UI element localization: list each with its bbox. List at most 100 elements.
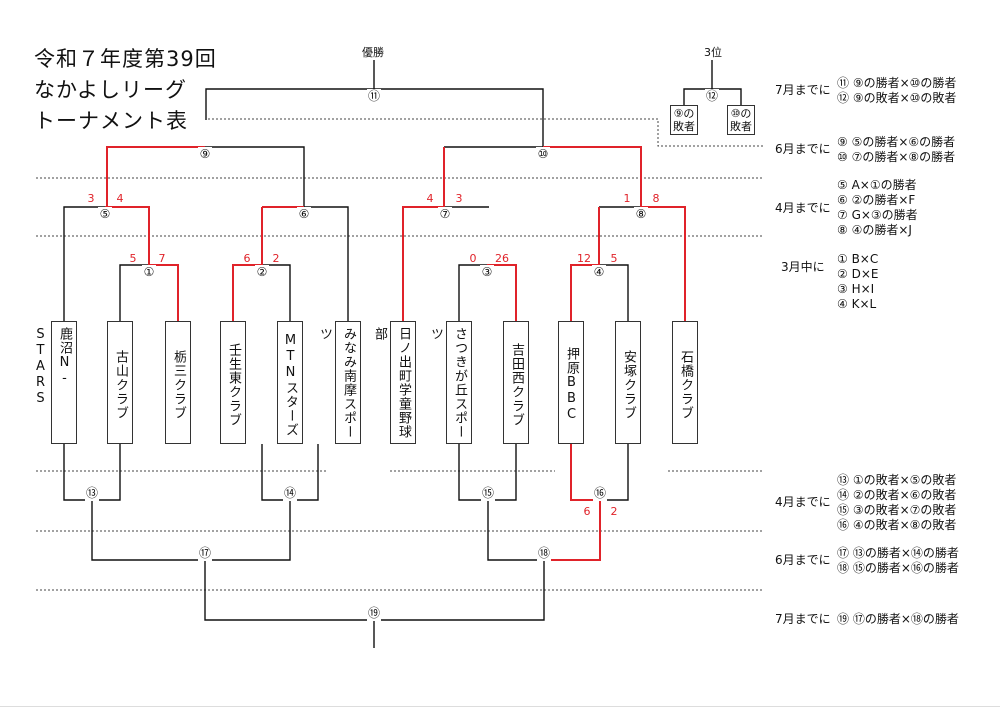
schedule-row: ⑲ ⑰の勝者×⑱の勝者 [837, 612, 959, 626]
winner-path-m5 [105, 206, 150, 265]
divider-line-7-6 [208, 118, 765, 147]
schedule-row: ⑦ G×③の勝者 [837, 208, 918, 222]
schedule-group-6: 6月までに ⑰ ⑬の勝者×⑭の勝者 ⑱ ⑮の勝者×⑯の勝者 [775, 546, 995, 576]
line-m5-left [63, 206, 105, 321]
schedule-row: ② D×E [837, 267, 879, 281]
line-m4-right [599, 264, 629, 321]
team-box-4: 壬生東クラブ [220, 321, 246, 444]
schedule-period: 6月までに [775, 553, 831, 567]
line-m6-right [304, 206, 349, 321]
schedule-row: ⑧ ④の勝者×J [837, 223, 912, 237]
match-number-14: ⑭ [283, 486, 297, 501]
team-box-7: 日ノ出町学童野球部 [372, 321, 416, 444]
schedule-group-7: 7月までに ⑲ ⑰の勝者×⑱の勝者 [775, 612, 995, 628]
match-number-12: ⑫ [705, 89, 719, 104]
schedule-row: ⑫ ⑨の敗者×⑩の敗者 [837, 91, 957, 105]
winner-path-m3 [487, 264, 517, 321]
champion-label: 優勝 [362, 46, 384, 59]
schedule-group-2: 6月までに ⑨ ⑤の勝者×⑥の勝者 ⑩ ⑦の勝者×⑧の勝者 [775, 135, 995, 165]
schedule-group-3: 4月までに ⑤ A×①の勝者 ⑥ ②の勝者×F ⑦ G×③の勝者 ⑧ ④の勝者×… [775, 178, 995, 238]
match-number-3: ③ [480, 265, 494, 280]
score-16-left: 6 [583, 505, 591, 518]
line-m3-left [458, 264, 487, 321]
third-place-box-left-text: ⑨の敗者 [673, 107, 695, 133]
team-box-3: 栃三クラブ [165, 321, 191, 444]
winner-path-m8 [641, 206, 686, 321]
schedule-row: ⑭ ②の敗者×⑥の敗者 [837, 488, 957, 502]
team-box-1: 鹿沼N-STARS [33, 321, 77, 444]
score-2-right: 2 [272, 252, 280, 265]
match-number-18: ⑱ [537, 546, 551, 561]
schedule-row: ⑤ A×①の勝者 [837, 178, 917, 192]
schedule-row: ⑰ ⑬の勝者×⑭の勝者 [837, 546, 959, 560]
schedule-row: ⑬ ①の敗者×⑤の敗者 [837, 473, 957, 487]
match-number-6: ⑥ [297, 207, 311, 222]
score-4-left: 12 [577, 252, 591, 265]
schedule-row: ⑪ ⑨の勝者×⑩の勝者 [837, 76, 957, 90]
schedule-row: ⑯ ④の敗者×⑧の敗者 [837, 518, 957, 532]
score-1-right: 7 [158, 252, 166, 265]
match-number-15: ⑮ [481, 486, 495, 501]
schedule-period: 4月までに [775, 495, 831, 509]
match-number-11: ⑪ [367, 89, 381, 104]
score-5-left: 3 [87, 192, 95, 205]
schedule-period: 3月中に [781, 260, 825, 274]
match-number-4: ④ [592, 265, 606, 280]
schedule-group-5: 4月までに ⑬ ①の敗者×⑤の敗者 ⑭ ②の敗者×⑥の敗者 ⑮ ③の敗者×⑦の敗… [775, 473, 995, 533]
score-2-left: 6 [243, 252, 251, 265]
line-m2-right [262, 264, 291, 321]
team-box-8: さつきが丘スポーツ [428, 321, 472, 444]
score-8-right: 8 [652, 192, 660, 205]
third-place-box-right-text: ⑩の敗者 [730, 107, 752, 133]
match-number-2: ② [255, 265, 269, 280]
schedule-period: 7月までに [775, 612, 831, 626]
score-5-right: 4 [116, 192, 124, 205]
match-number-17: ⑰ [198, 546, 212, 561]
match-number-7: ⑦ [438, 207, 452, 222]
match-number-16: ⑯ [593, 486, 607, 501]
title-line-1: 令和７年度第39回 [34, 47, 217, 71]
score-7-left: 4 [426, 192, 434, 205]
score-4-right: 5 [610, 252, 618, 265]
line-m16-right [600, 444, 629, 501]
schedule-period: 6月までに [775, 142, 831, 156]
winner-path-m4 [570, 207, 600, 321]
line-m1-left [119, 264, 149, 321]
winner-path-m2 [232, 207, 263, 321]
team-box-6: みなみ南摩スポーツ [317, 321, 361, 444]
schedule-group-4: 3月中に ① B×C ② D×E ③ H×I ④ K×L [775, 252, 995, 312]
third-place-label: 3位 [704, 46, 722, 59]
match-number-8: ⑧ [634, 207, 648, 222]
schedule-period: 7月までに [775, 83, 831, 97]
match-number-1: ① [142, 265, 156, 280]
line-m18-left [487, 500, 544, 561]
match-number-13: ⑬ [85, 486, 99, 501]
team-box-5: MTNスターズ [277, 321, 303, 444]
third-place-box-left: ⑨の敗者 [670, 105, 698, 135]
team-box-9: 吉田西クラブ [503, 321, 529, 444]
team-box-12: 石橋クラブ [672, 321, 698, 444]
schedule-row: ⑥ ②の勝者×F [837, 193, 916, 207]
schedule-row: ⑮ ③の敗者×⑦の敗者 [837, 503, 957, 517]
match-number-5: ⑤ [98, 207, 112, 222]
score-16-right: 2 [610, 505, 618, 518]
schedule-row: ⑨ ⑤の勝者×⑥の勝者 [837, 135, 956, 149]
schedule-period: 4月までに [775, 201, 831, 215]
schedule-row: ① B×C [837, 252, 879, 266]
schedule-group-1: 7月までに ⑪ ⑨の勝者×⑩の勝者 ⑫ ⑨の敗者×⑩の敗者 [775, 76, 995, 106]
schedule-row: ⑩ ⑦の勝者×⑧の勝者 [837, 150, 956, 164]
schedule-row: ④ K×L [837, 297, 877, 311]
winner-path-m10-right [543, 146, 642, 207]
score-3-right: 26 [495, 252, 509, 265]
score-8-left: 1 [623, 192, 631, 205]
match-number-9: ⑨ [198, 147, 212, 162]
score-7-right: 3 [455, 192, 463, 205]
match-number-10: ⑩ [536, 147, 550, 162]
schedule-row: ③ H×I [837, 282, 875, 296]
third-place-box-right: ⑩の敗者 [727, 105, 755, 135]
schedule-row: ⑱ ⑮の勝者×⑯の勝者 [837, 561, 959, 575]
winner-path-m1 [149, 264, 179, 321]
team-box-2: 古山クラブ [107, 321, 133, 444]
winner-path-m16 [544, 444, 601, 561]
